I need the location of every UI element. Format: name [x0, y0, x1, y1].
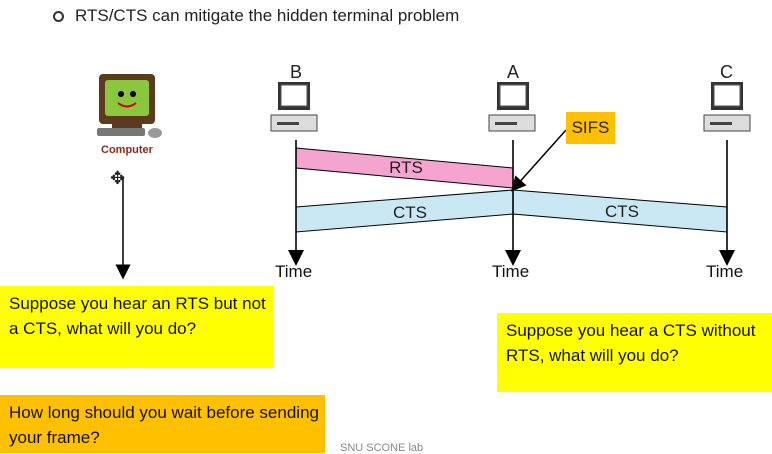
note-wait-time: How long should you wait before sending …: [0, 395, 325, 453]
computer-logo-text: Computer: [101, 144, 154, 156]
node-label-c: C: [720, 62, 733, 82]
footer-text: SNU SCONE lab: [340, 442, 424, 454]
node-label-b: B: [290, 62, 303, 82]
bullet-text: RTS/CTS can mitigate the hidden terminal…: [75, 6, 460, 25]
cts-label-right: CTS: [605, 202, 639, 221]
bullet-item: RTS/CTS can mitigate the hidden terminal…: [53, 6, 459, 26]
node-c-computer-icon: [703, 82, 751, 132]
sifs-callout: SIFS: [566, 112, 615, 144]
cartoon-computer-icon: Computer: [97, 74, 162, 156]
node-b-computer-icon: [270, 82, 318, 132]
time-label-c: Time: [706, 262, 744, 281]
rts-label: RTS: [389, 158, 423, 177]
move-cursor-icon: ✥: [110, 168, 126, 188]
time-label-a: Time: [492, 262, 530, 281]
node-label-a: A: [507, 62, 520, 82]
node-a-computer-icon: [488, 82, 536, 132]
note-rts-no-cts: Suppose you hear an RTS but not a CTS, w…: [0, 286, 274, 368]
cts-label-left: CTS: [393, 203, 427, 222]
time-label-b: Time: [275, 262, 313, 281]
note-cts-no-rts: Suppose you hear a CTS without RTS, what…: [497, 313, 772, 392]
bullet-marker-icon: [53, 10, 64, 22]
